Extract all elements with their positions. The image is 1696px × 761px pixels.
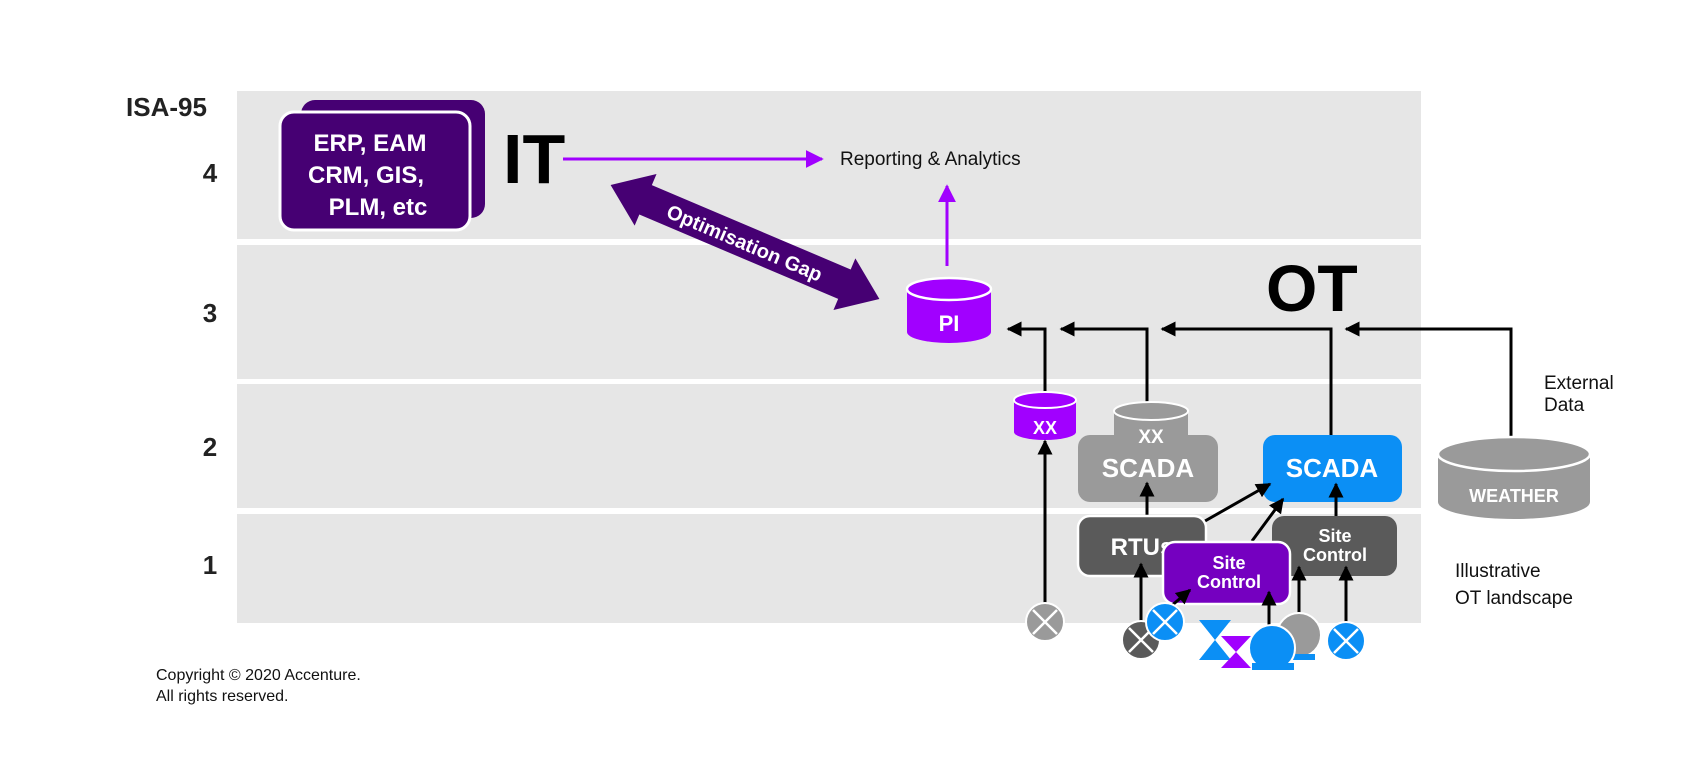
- weather-to-level3-arrow: [1344, 321, 1513, 438]
- landscape-line-2: OT landscape: [1455, 588, 1573, 609]
- copyright-notice: Copyright © 2020 Accenture. All rights r…: [156, 665, 361, 707]
- site-control-purple-box: [1161, 540, 1292, 606]
- enterprise-line-1: ERP, EAM: [314, 130, 427, 157]
- sensor-grey-icon: [1025, 602, 1065, 642]
- reporting-analytics-label: Reporting & Analytics: [840, 149, 1021, 170]
- sensor-blue-icon: [1145, 602, 1185, 642]
- site-control-purple-to-scada-arrow: [1250, 497, 1285, 542]
- level-label-4: 4: [203, 158, 218, 188]
- pi-label: PI: [939, 311, 960, 336]
- site-control-purple-line-2: Control: [1197, 572, 1261, 592]
- level-label-2: 2: [203, 432, 217, 462]
- rtus-to-scada-blue-arrow: [1204, 482, 1272, 523]
- weather-database: WEATHER: [1436, 435, 1592, 519]
- valve-blue-icon: [1199, 620, 1231, 660]
- external-data-line-2: Data: [1544, 395, 1585, 416]
- standard-label: ISA-95: [126, 92, 207, 122]
- xx-to-level3-arrow: [1006, 321, 1047, 394]
- level-label-1: 1: [203, 550, 217, 580]
- pi-historian: PI: [905, 276, 993, 343]
- xx-label-grey: XX: [1138, 427, 1164, 448]
- scada-grey-box: [1078, 435, 1218, 502]
- landscape-line-1: Illustrative: [1455, 561, 1541, 582]
- scada-grey-label: SCADA: [1102, 453, 1195, 483]
- enterprise-line-3: PLM, etc: [329, 194, 428, 221]
- copyright-line-2: All rights reserved.: [156, 688, 289, 705]
- scada-blue-box: [1263, 435, 1402, 502]
- site-control-grey-line-2: Control: [1303, 545, 1367, 565]
- enterprise-systems-box: ERP, EAM CRM, GIS, PLM, etc: [278, 100, 485, 232]
- flow-meter-blue-icon: [1248, 624, 1296, 672]
- xx-database-purple: XX: [1013, 391, 1077, 440]
- site-control-grey-line-1: Site: [1318, 526, 1351, 546]
- scada-grey-to-level3-arrow: [1059, 321, 1149, 409]
- valve-purple-icon: [1221, 636, 1251, 668]
- ot-label: OT: [1266, 251, 1358, 325]
- site-control-grey-box: [1272, 516, 1397, 576]
- site-control-purple-line-1: Site: [1212, 553, 1245, 573]
- xx-label-purple: XX: [1033, 418, 1057, 438]
- level-2-band: [237, 384, 1421, 508]
- weather-label: WEATHER: [1469, 486, 1559, 506]
- scada-blue-label: SCADA: [1286, 453, 1379, 483]
- sensor-blue-right-icon: [1326, 621, 1366, 661]
- it-label: IT: [503, 120, 565, 198]
- level-label-3: 3: [203, 298, 217, 328]
- scada-blue-to-level3-arrow: [1160, 321, 1333, 436]
- copyright-line-1: Copyright © 2020 Accenture.: [156, 667, 361, 684]
- xx-database-grey: XX: [1113, 401, 1189, 448]
- enterprise-line-2: CRM, GIS,: [308, 162, 424, 189]
- external-data-line-1: External: [1544, 373, 1614, 394]
